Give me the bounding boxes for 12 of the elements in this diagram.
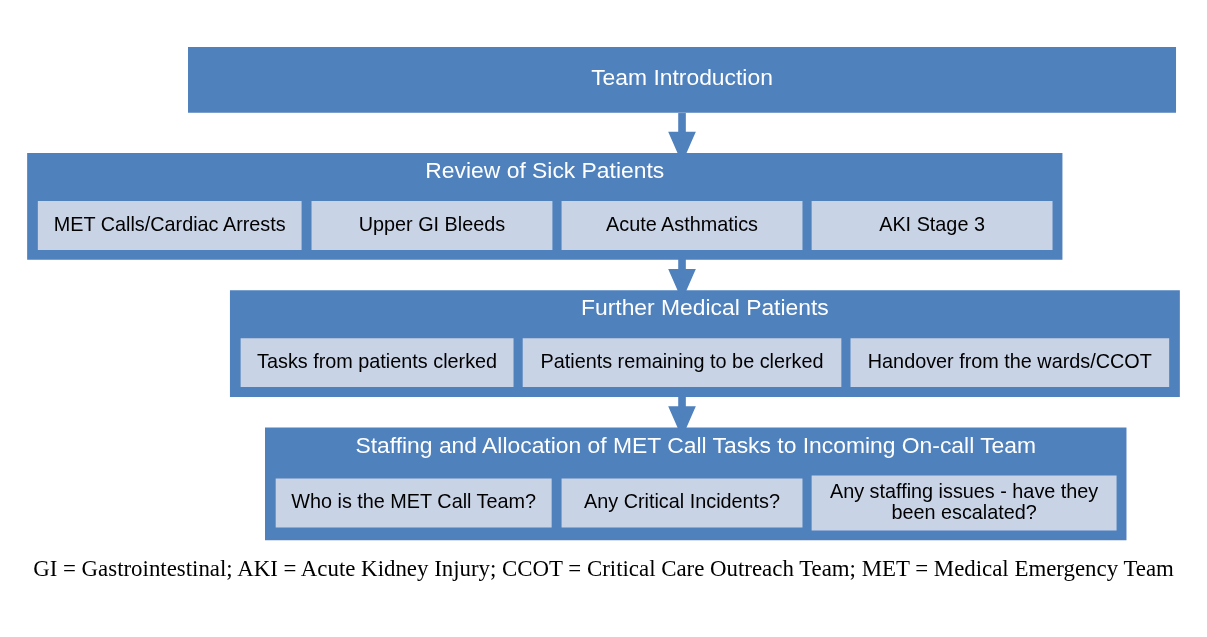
node-box: Any Critical Incidents? <box>561 478 803 528</box>
node-box: Team Introduction <box>188 47 1177 113</box>
node-box: Tasks from patients clerked <box>240 338 514 388</box>
node-box: Who is the MET Call Team? <box>275 478 552 528</box>
node-box: Patients remaining to be clerked <box>522 338 842 388</box>
node-box: Any staffing issues - have they been escalated? <box>811 475 1117 531</box>
node-box: MET Calls/Cardiac Arrests <box>37 201 302 250</box>
node-box: AKI Stage 3 <box>811 201 1053 250</box>
node-box: Acute Asthmatics <box>561 201 803 250</box>
node-box: Upper GI Bleeds <box>311 201 553 250</box>
caption: GI = Gastrointestinal; AKI = Acute Kidney Injury; CCOT = Critical Care Outreach Team; MET = Medical Emergency Team <box>33 556 1174 582</box>
node-box: Handover from the wards/CCOT <box>850 338 1170 388</box>
